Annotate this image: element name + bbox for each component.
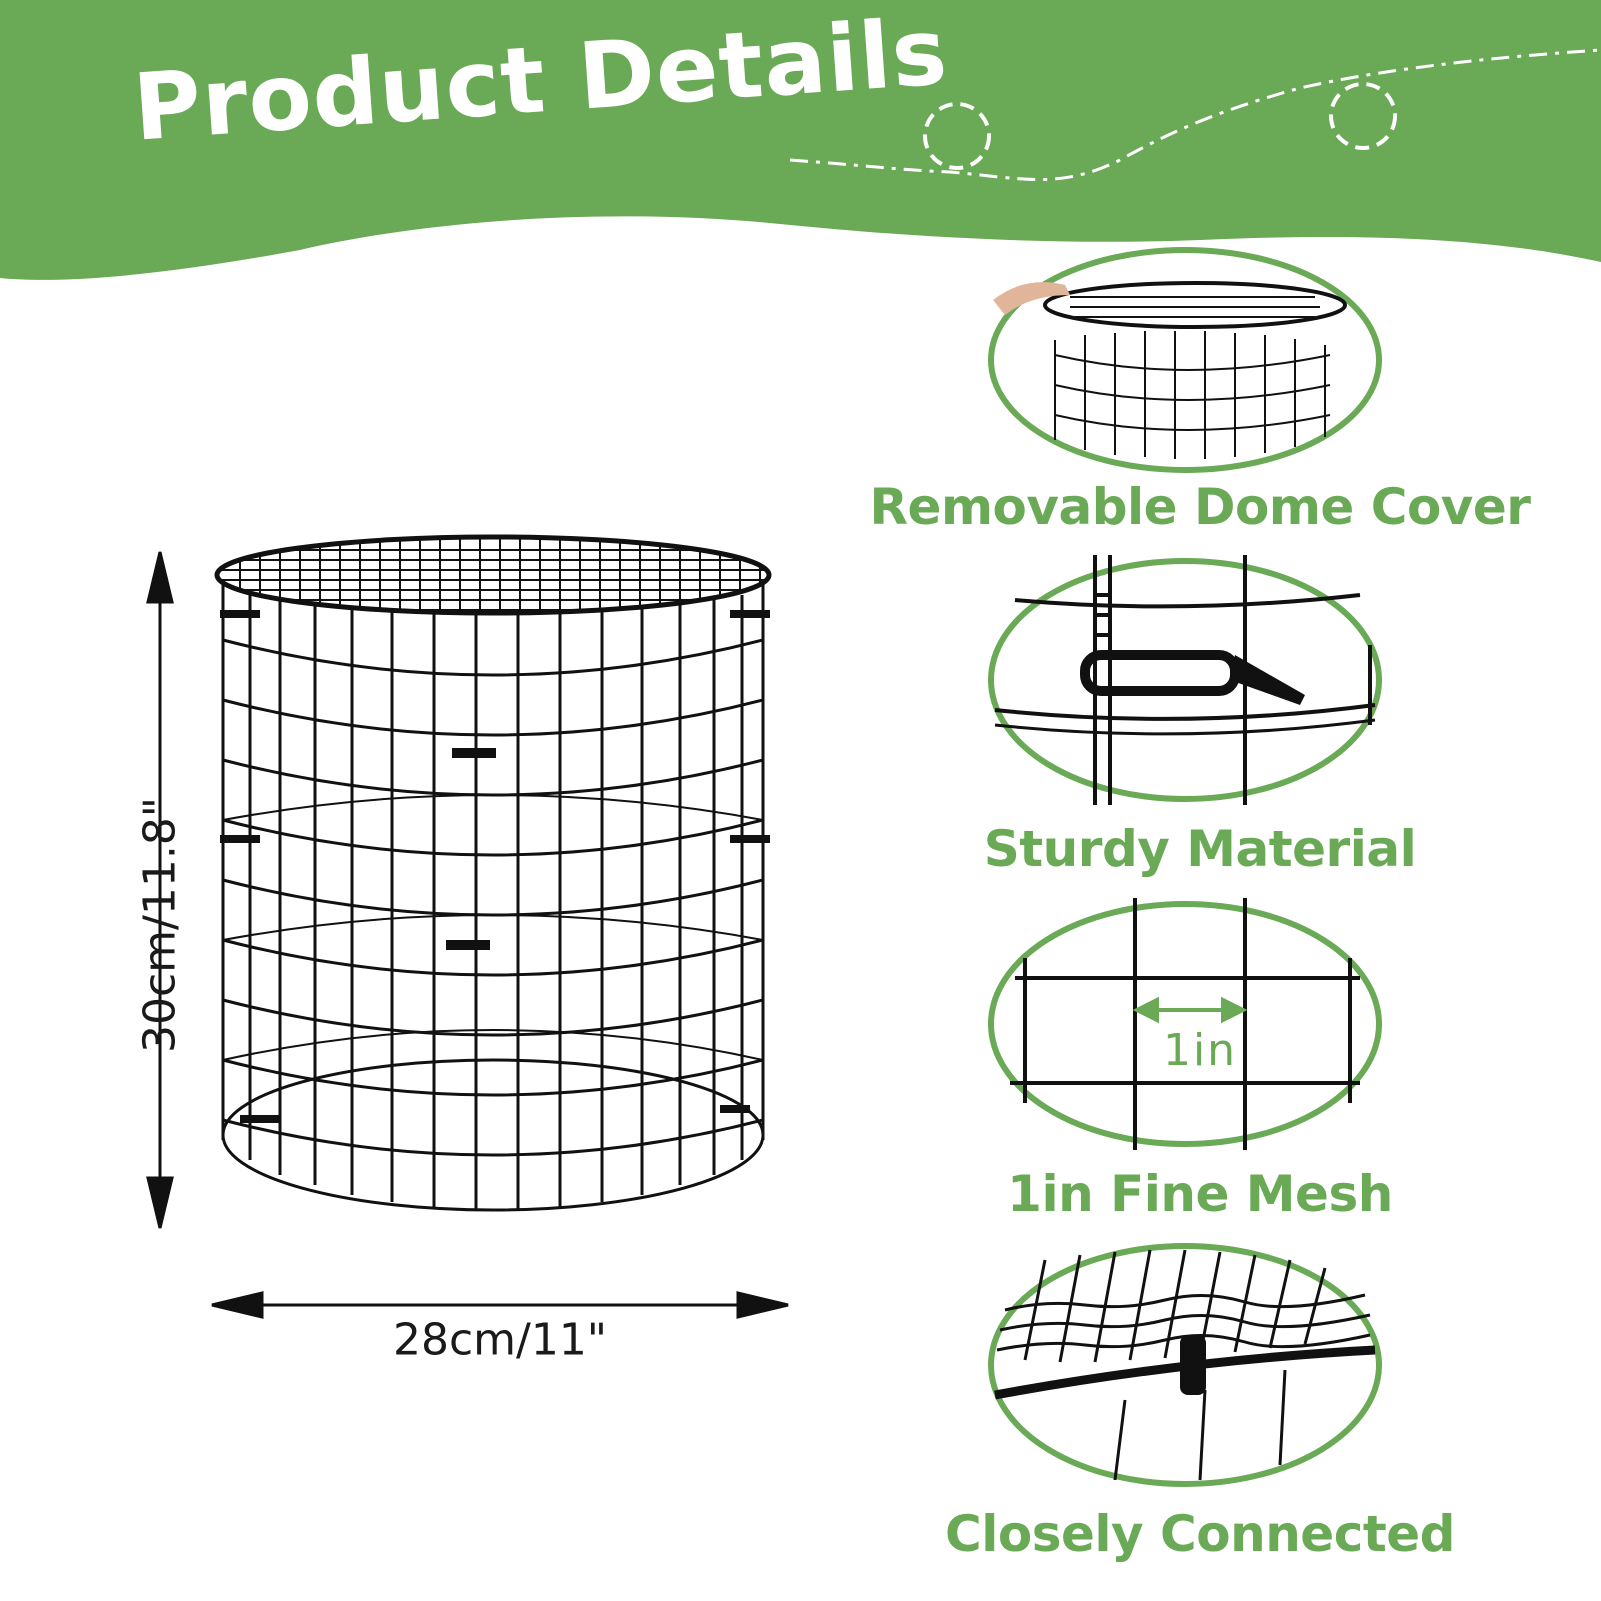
feature-label-sturdy-material: Sturdy Material bbox=[983, 820, 1417, 878]
feature-label-dome-cover: Removable Dome Cover bbox=[869, 478, 1531, 536]
sturdy-material-detail-image bbox=[988, 555, 1382, 805]
header-banner bbox=[0, 0, 1601, 280]
height-dimension-label: 30cm/11.8" bbox=[134, 796, 186, 1054]
width-dimension-label: 28cm/11" bbox=[392, 1314, 608, 1366]
mesh-size-label: 1in bbox=[1162, 1025, 1238, 1076]
decorative-dashed-circle-2 bbox=[1329, 82, 1397, 150]
dome-cover-detail-image bbox=[988, 247, 1382, 473]
product-cage-illustration bbox=[146, 534, 789, 1319]
decorative-dashed-line bbox=[789, 48, 1601, 181]
closely-connected-detail-image bbox=[988, 1243, 1382, 1487]
fine-mesh-detail-image bbox=[988, 898, 1382, 1150]
feature-label-closely-connected: Closely Connected bbox=[945, 1505, 1455, 1563]
feature-label-fine-mesh: 1in Fine Mesh bbox=[1007, 1165, 1393, 1223]
decorative-dashed-circle-1 bbox=[923, 102, 991, 170]
